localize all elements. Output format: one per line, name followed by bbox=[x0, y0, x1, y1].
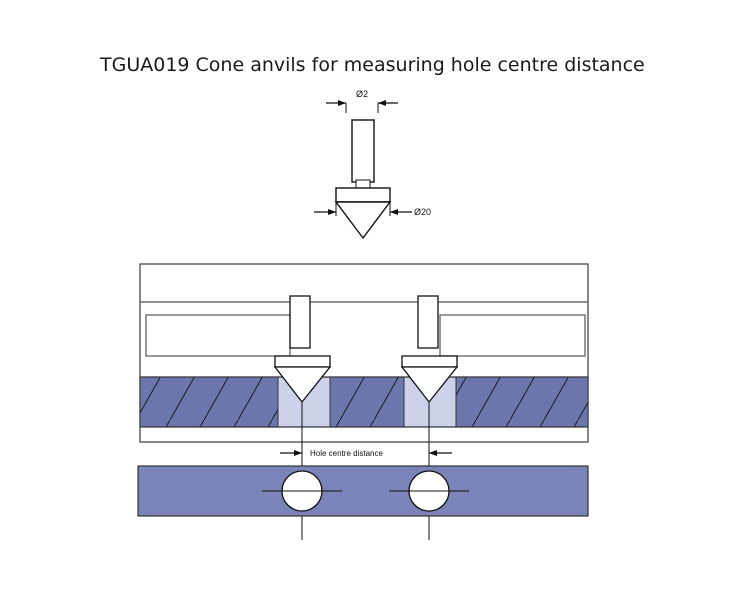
workpiece-section bbox=[139, 376, 589, 428]
anvil-neck bbox=[355, 179, 371, 189]
shank-dimension: Ø2 bbox=[326, 89, 398, 113]
cone-dimension: Ø20 bbox=[314, 202, 431, 217]
anvil-head bbox=[335, 187, 391, 203]
plan-view-plate bbox=[137, 465, 589, 517]
single-anvil: Ø2 Ø20 bbox=[314, 89, 431, 240]
hole-centre-distance-dimension: Hole centre distance bbox=[280, 449, 452, 458]
hole-centre-distance-label: Hole centre distance bbox=[310, 449, 383, 458]
cone-dim-label: Ø20 bbox=[414, 207, 431, 217]
left-anvil bbox=[273, 295, 332, 404]
gauge-assembly bbox=[139, 263, 589, 540]
right-arm bbox=[439, 314, 586, 357]
left-arm bbox=[145, 314, 291, 357]
shank-dim-label: Ø2 bbox=[356, 89, 368, 99]
page-title: TGUA019 Cone anvils for measuring hole c… bbox=[100, 54, 645, 76]
anvil-shank bbox=[351, 119, 375, 183]
anvil-cone bbox=[334, 201, 392, 240]
right-anvil bbox=[400, 295, 459, 404]
